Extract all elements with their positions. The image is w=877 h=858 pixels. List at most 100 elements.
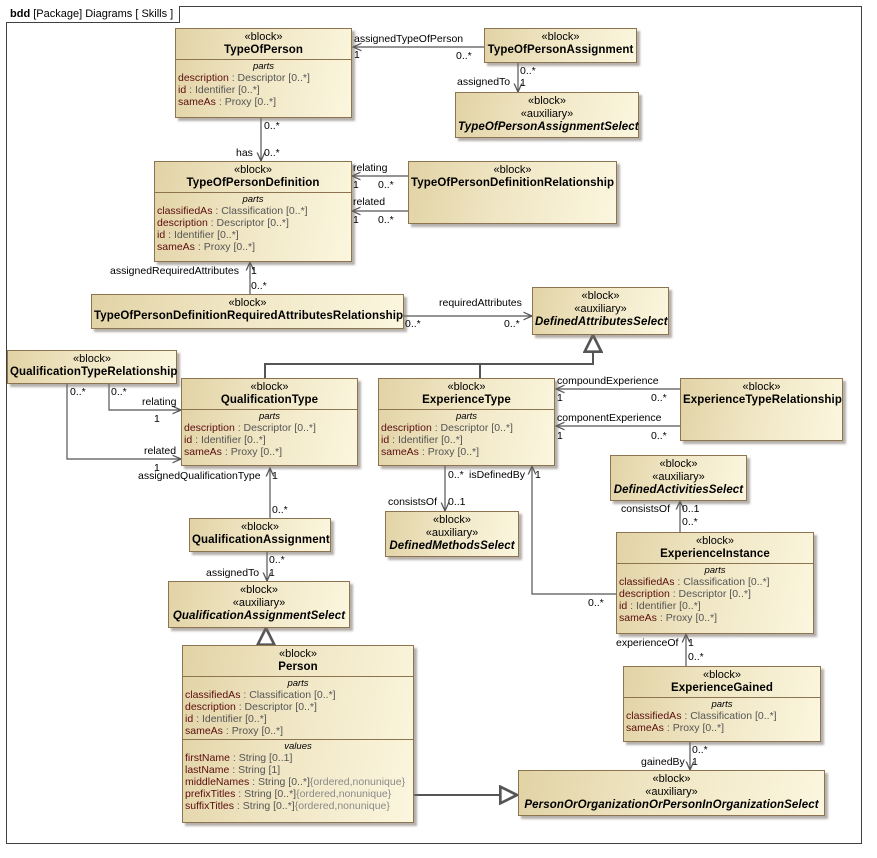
parts-compartment: parts description : Descriptor [0..*] id…	[182, 409, 357, 460]
property-row[interactable]: id : Identifier [0..*]	[619, 600, 811, 612]
block-qualification-assignment-select[interactable]: «block»«auxiliary»QualificationAssignmen…	[168, 581, 350, 628]
block-defined-activities-select[interactable]: «block»«auxiliary»DefinedActivitiesSelec…	[610, 455, 747, 501]
property-name: classifiedAs	[157, 205, 213, 217]
property-row[interactable]: classifiedAs : Classification [0..*]	[626, 710, 818, 722]
property-name: description	[178, 72, 229, 84]
role-label: isDefinedBy	[469, 469, 526, 481]
property-name: classifiedAs	[626, 710, 682, 722]
block-name: TypeOfPersonDefinition	[186, 177, 320, 189]
property-row[interactable]: description : Descriptor [0..*]	[381, 422, 552, 434]
role-label: assignedRequiredAttributes	[110, 265, 239, 277]
property-type: : Descriptor [0..*]	[207, 217, 289, 229]
stereotype-block: «block»	[703, 669, 741, 681]
multiplicity-label: 0..*	[588, 597, 604, 609]
block-name: TypeOfPersonAssignmentSelect	[458, 121, 639, 133]
property-row[interactable]: sameAs : Proxy [0..*]	[185, 725, 411, 737]
multiplicity-label: 1	[535, 469, 541, 481]
block-type-of-person[interactable]: «block»TypeOfPerson parts description : …	[175, 28, 352, 118]
property-row[interactable]: id : Identifier [0..*]	[184, 434, 355, 446]
value-row[interactable]: prefixTitles : String [0..*]{ordered,non…	[185, 788, 411, 800]
property-type: : Proxy [0..*]	[656, 612, 718, 624]
block-experience-instance[interactable]: «block»ExperienceInstance parts classifi…	[616, 532, 814, 634]
value-row[interactable]: lastName : String [1]	[185, 764, 411, 776]
property-name: description	[184, 422, 235, 434]
property-row[interactable]: description : Descriptor [0..*]	[619, 588, 811, 600]
block-qualification-type[interactable]: «block»QualificationType parts descripti…	[181, 378, 358, 466]
diagram-frame	[6, 6, 862, 844]
property-row[interactable]: classifiedAs : Classification [0..*]	[619, 576, 811, 588]
block-name: QualificationType	[220, 394, 319, 406]
role-label: related	[353, 196, 386, 208]
block-experience-type-relationship[interactable]: «block»ExperienceTypeRelationship	[680, 378, 843, 441]
value-row[interactable]: suffixTitles : String [0..*]{ordered,non…	[185, 800, 411, 812]
diagram-frame-title: bdd [Package] Diagrams [ Skills ]	[6, 6, 181, 23]
property-name: description	[157, 217, 208, 229]
block-defined-attributes-select[interactable]: «block»«auxiliary»DefinedAttributesSelec…	[532, 287, 669, 335]
value-name: prefixTitles	[185, 788, 236, 800]
stereotype-auxiliary: «auxiliary»	[645, 786, 698, 798]
multiplicity-label: 0..*	[405, 318, 421, 330]
property-type: : Proxy [0..*]	[221, 446, 283, 458]
block-type-of-person-definition-required-attributes-relationship[interactable]: «block»TypeOfPersonDefinitionRequiredAtt…	[91, 294, 404, 329]
multiplicity-label: 1	[520, 77, 526, 89]
property-type: : Descriptor [0..*]	[235, 701, 317, 713]
block-type-of-person-definition[interactable]: «block»TypeOfPersonDefinition parts clas…	[154, 161, 352, 262]
role-label: gainedBy	[641, 756, 685, 768]
stereotype-block: «block»	[73, 353, 111, 365]
stereotype-auxiliary: «auxiliary»	[232, 597, 286, 609]
property-name: classifiedAs	[185, 689, 241, 701]
role-label: componentExperience	[557, 412, 662, 424]
multiplicity-label: 0..1	[682, 503, 700, 515]
property-row[interactable]: sameAs : Proxy [0..*]	[184, 446, 355, 458]
property-row[interactable]: description : Descriptor [0..*]	[185, 701, 411, 713]
property-row[interactable]: sameAs : Proxy [0..*]	[619, 612, 811, 624]
multiplicity-label: 0..*	[269, 554, 285, 566]
compartment-title: parts	[711, 699, 733, 710]
block-type-of-person-assignment-select[interactable]: «block»«auxiliary»TypeOfPersonAssignment…	[455, 92, 639, 138]
compartment-title: parts	[455, 411, 478, 422]
stereotype-block: «block»	[493, 164, 532, 176]
property-name: description	[185, 701, 236, 713]
property-row[interactable]: sameAs : Proxy [0..*]	[626, 722, 818, 734]
role-label: relating	[353, 162, 388, 174]
property-type: : Proxy [0..*]	[194, 241, 256, 253]
compartment-title: parts	[704, 565, 726, 576]
block-name: ExperienceGained	[671, 682, 773, 694]
block-type-of-person-assignment[interactable]: «block»TypeOfPersonAssignment	[484, 28, 637, 63]
value-row[interactable]: middleNames : String [0..*]{ordered,nonu…	[185, 776, 411, 788]
stereotype-block: «block»	[244, 31, 283, 43]
property-name: id	[381, 434, 390, 446]
value-name: firstName	[185, 752, 230, 764]
block-defined-methods-select[interactable]: «block»«auxiliary»DefinedMethodsSelect	[385, 511, 519, 557]
block-qualification-type-relationship[interactable]: «block»QualificationTypeRelationship	[7, 350, 177, 384]
value-constraint: {ordered,nonunique}	[294, 800, 390, 812]
property-row[interactable]: id : Identifier [0..*]	[381, 434, 552, 446]
property-row[interactable]: classifiedAs : Classification [0..*]	[185, 689, 411, 701]
property-row[interactable]: description : Descriptor [0..*]	[184, 422, 355, 434]
property-row[interactable]: sameAs : Proxy [0..*]	[381, 446, 552, 458]
block-type-of-person-definition-relationship[interactable]: «block»TypeOfPersonDefinitionRelationshi…	[408, 161, 617, 224]
block-name: PersonOrOrganizationOrPersonInOrganizati…	[524, 799, 819, 811]
property-name: sameAs	[185, 725, 223, 737]
stereotype-block: «block»	[250, 381, 289, 393]
block-name: ExperienceTypeRelationship	[683, 394, 842, 406]
property-row[interactable]: classifiedAs : Classification [0..*]	[157, 205, 349, 217]
property-row[interactable]: id : Identifier [0..*]	[185, 713, 411, 725]
multiplicity-label: 0..*	[378, 214, 394, 226]
block-person[interactable]: «block»Person parts classifiedAs : Class…	[182, 645, 414, 823]
property-row[interactable]: id : Identifier [0..*]	[157, 229, 349, 241]
block-person-or-organization-or-person-in-organization-select[interactable]: «block»«auxiliary»PersonOrOrganizationOr…	[518, 770, 825, 816]
property-type: : Classification [0..*]	[212, 205, 308, 217]
block-qualification-assignment[interactable]: «block»QualificationAssignment	[189, 518, 331, 552]
property-row[interactable]: description : Descriptor [0..*]	[157, 217, 349, 229]
block-experience-type[interactable]: «block»ExperienceType parts description …	[378, 378, 555, 466]
property-row[interactable]: description : Descriptor [0..*]	[178, 72, 349, 84]
property-row[interactable]: sameAs : Proxy [0..*]	[178, 96, 349, 108]
property-row[interactable]: sameAs : Proxy [0..*]	[157, 241, 349, 253]
compartment-title: values	[284, 741, 312, 752]
multiplicity-label: 0..*	[264, 120, 280, 132]
property-row[interactable]: id : Identifier [0..*]	[178, 84, 349, 96]
block-experience-gained[interactable]: «block»ExperienceGained parts classified…	[623, 666, 821, 742]
value-row[interactable]: firstName : String [0..1]	[185, 752, 411, 764]
stereotype-block: «block»	[541, 31, 580, 43]
